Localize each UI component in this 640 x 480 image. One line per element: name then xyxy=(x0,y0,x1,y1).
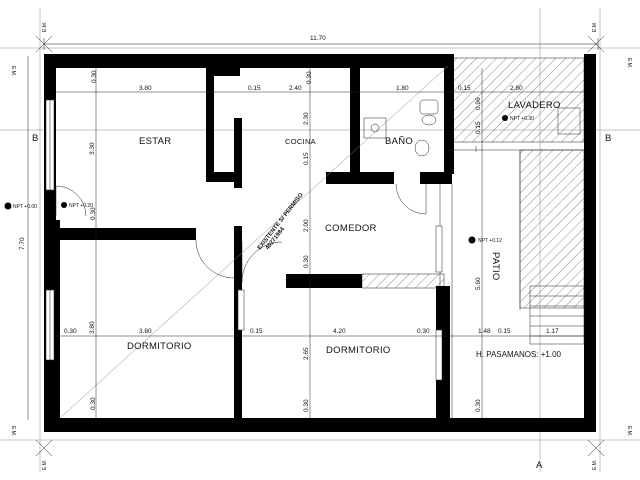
windows xyxy=(45,99,443,381)
corner-marks xyxy=(35,35,605,457)
level-marker-icon xyxy=(4,202,12,210)
room-dormitorio-1: DORMITORIO xyxy=(127,341,192,352)
doors xyxy=(55,183,427,283)
room-estar: ESTAR xyxy=(139,136,171,147)
dim-030-v3: 0.30 xyxy=(90,397,97,410)
laundry-sink-icon xyxy=(557,107,581,135)
dim-030-v4: 0.30 xyxy=(303,399,310,412)
dim-380-bottom: 3.80 xyxy=(139,328,152,335)
level-marker-icon xyxy=(468,236,476,244)
toilet-icon xyxy=(419,99,439,115)
axis-b-right: B xyxy=(605,133,612,144)
em-tag-bl: E.M. xyxy=(42,460,48,470)
axis-b-left: B xyxy=(32,133,39,144)
room-cocina: COCINA xyxy=(285,137,316,146)
bidet-icon xyxy=(414,139,430,157)
dim-230: 2.30 xyxy=(303,112,310,125)
level-left: NPT +0.00 xyxy=(13,204,37,210)
dim-015-v2: 0.15 xyxy=(475,121,482,134)
em-tag-l2: E.M. xyxy=(10,426,16,436)
dim-030-c: 0.30 xyxy=(90,207,97,220)
level-marker-icon xyxy=(502,115,508,121)
dim-030-a: 0.30 xyxy=(91,70,98,83)
overall-depth-label: 7.70 xyxy=(19,237,26,250)
dim-030-d: 0.30 xyxy=(417,328,430,335)
room-lavadero: LAVADERO xyxy=(508,100,561,111)
interior-walls xyxy=(56,66,454,420)
dim-015-d: 0.15 xyxy=(498,328,511,335)
dim-117: 1.17 xyxy=(546,328,559,335)
room-dormitorio-2: DORMITORIO xyxy=(326,345,391,356)
level-patio: NPT +0.12 xyxy=(478,238,502,244)
level-door: NPT +0.20 xyxy=(69,203,93,209)
level-markers: NPT +0.00 NPT +0.20 NPT +0.30 NPT +0.12 xyxy=(4,115,534,244)
room-patio: PATIO xyxy=(490,252,501,281)
dim-280: 2.80 xyxy=(510,85,523,92)
dim-030-b: 0.30 xyxy=(306,71,313,84)
dim-015-v: 0.15 xyxy=(303,152,310,165)
sink-icon xyxy=(363,117,387,139)
em-corner-tags: E.M. E.M. E.M. E.M. E.M. E.M. E.M. E.M. xyxy=(10,22,632,470)
existing-zone-diagonal xyxy=(59,65,449,419)
dim-240: 2.40 xyxy=(289,85,302,92)
dim-015-c: 0.15 xyxy=(250,328,263,335)
axis-a-bottom: A xyxy=(536,460,543,471)
dim-030-v2: 0.30 xyxy=(303,255,310,268)
em-tag-r2: E.M. xyxy=(626,426,632,436)
dim-015-b: 0.15 xyxy=(458,85,471,92)
dim-030-left: 0.30 xyxy=(64,328,77,335)
dim-420: 4.20 xyxy=(333,328,346,335)
dim-030-v5: 0.30 xyxy=(475,399,482,412)
dimensions-vertical: 3.30 0.30 3.80 0.30 2.30 0.15 2.00 0.30 … xyxy=(89,68,483,418)
hatched-zones xyxy=(361,57,585,309)
room-bano: BAÑO xyxy=(385,136,413,147)
dim-015-a: 0.15 xyxy=(248,85,261,92)
dim-148: 1.48 xyxy=(478,328,491,335)
axis-letters: B B A xyxy=(32,133,612,471)
em-tag-r1: E.M. xyxy=(626,58,632,68)
dim-330: 3.30 xyxy=(89,142,96,155)
dim-180: 1.80 xyxy=(396,85,409,92)
dim-380-v: 3.80 xyxy=(89,321,96,334)
overall-depth-dimension: 7.70 xyxy=(19,56,29,420)
note-railing: H. PASAMANOS: +1.00 xyxy=(476,350,562,359)
em-tag-tl: E.M. xyxy=(42,22,48,32)
note-existing: EXISTENTE S/ PERMISO xyxy=(257,192,305,251)
dimensions-top-row: 0.30 3.80 0.15 2.40 0.30 1.80 0.15 2.80 xyxy=(56,70,584,93)
room-comedor: COMEDOR xyxy=(325,223,377,234)
level-marker-icon xyxy=(61,202,67,208)
bathroom-fixtures xyxy=(363,99,581,157)
dim-265: 2.65 xyxy=(303,347,310,360)
room-labels: ESTAR COCINA BAÑO LAVADERO COMEDOR PATIO… xyxy=(127,100,561,356)
dim-560: 5.60 xyxy=(475,277,482,290)
dim-200: 2.00 xyxy=(303,219,310,232)
overall-width-label: 11.70 xyxy=(310,35,326,42)
em-tag-l1: E.M. xyxy=(10,66,16,76)
level-lav: NPT +0.30 xyxy=(510,116,534,122)
em-tag-br: E.M. xyxy=(592,460,598,470)
dim-096: 0.96 xyxy=(475,97,482,110)
dim-380-top: 3.80 xyxy=(139,85,152,92)
overall-width-dimension: 11.70 xyxy=(43,35,599,50)
em-tag-tr: E.M. xyxy=(592,22,598,32)
dimensions-lower-row: 0.30 3.80 0.15 4.20 0.30 1.48 0.15 1.17 xyxy=(56,328,584,337)
